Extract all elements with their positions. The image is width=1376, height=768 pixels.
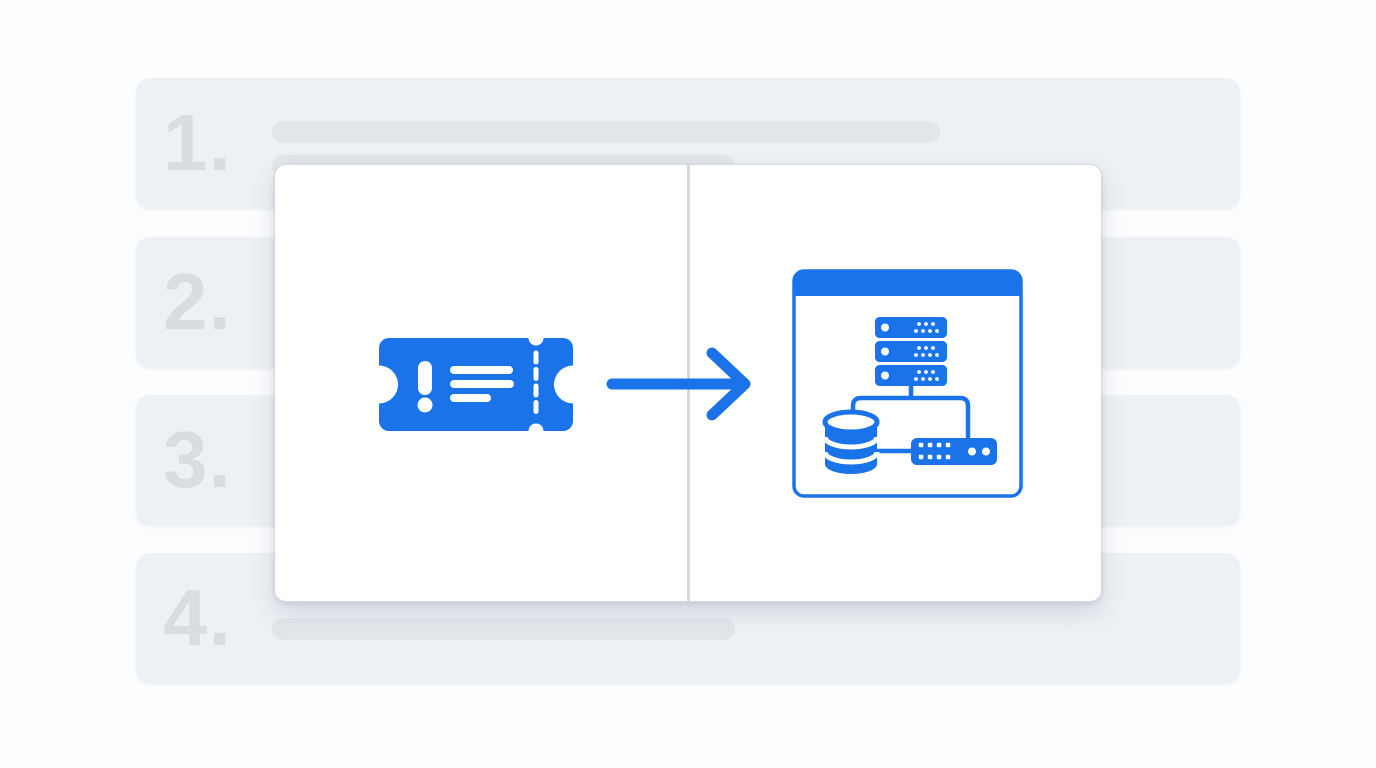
step-number-3: 3. <box>163 415 232 504</box>
step-number-1: 1. <box>163 98 232 187</box>
arrow-right-icon <box>606 347 751 421</box>
server-rack-icon <box>875 317 947 386</box>
database-icon <box>822 409 880 474</box>
card-artwork <box>360 269 1023 498</box>
step-number-4: 4. <box>163 573 232 662</box>
network-device-icon <box>911 438 997 465</box>
browser-window-icon <box>792 269 1023 498</box>
placeholder-bar <box>272 618 735 640</box>
detail-card <box>274 164 1102 602</box>
step-number-2: 2. <box>163 257 232 346</box>
ticket-icon <box>360 330 592 439</box>
placeholder-bar <box>272 121 940 143</box>
connection-lines <box>850 384 971 454</box>
